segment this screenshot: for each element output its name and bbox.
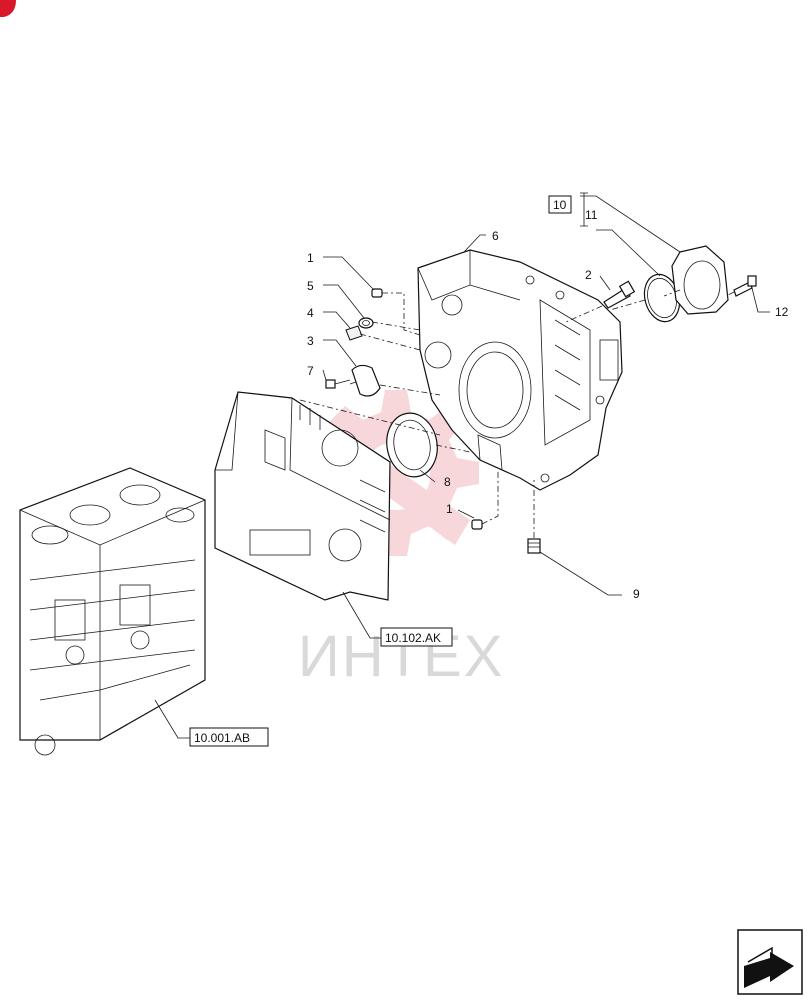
bolt-12 (733, 275, 757, 297)
callout-5: 5 (307, 279, 314, 293)
plug-4 (345, 325, 363, 341)
callout-6: 6 (492, 229, 499, 243)
group-bracket (580, 192, 588, 227)
callout-3: 3 (307, 334, 314, 348)
corner-marker-icon (0, 0, 16, 17)
reference-label-a[interactable]: 10.102.AK (385, 631, 441, 645)
bolt-2 (603, 280, 636, 309)
gear-housing-plate (214, 391, 391, 601)
crankshaft-seal-8 (386, 412, 438, 478)
plug-1-top (371, 288, 383, 298)
callout-9: 9 (633, 587, 640, 601)
callout-1-bottom: 1 (446, 502, 453, 516)
callout-11: 11 (585, 208, 598, 222)
callout-1-top: 1 (307, 251, 314, 265)
assembly-lines (299, 289, 735, 538)
callout-2: 2 (585, 268, 592, 282)
o-ring-11 (643, 273, 681, 323)
plug-1-bottom (471, 519, 483, 530)
callout-10-box (548, 195, 572, 214)
reference-box-a (380, 627, 453, 647)
bolt-7 (325, 379, 351, 389)
reference-label-b[interactable]: 10.001.AB (194, 731, 250, 745)
callout-12: 12 (775, 305, 789, 319)
callout-7: 7 (307, 364, 314, 378)
callout-8: 8 (444, 475, 451, 489)
dowel-9 (527, 538, 541, 554)
flywheel-housing (417, 249, 623, 491)
reference-box-b (189, 727, 269, 747)
leader-lines (154, 195, 770, 739)
washer-5 (358, 317, 374, 329)
callout-10: 10 (553, 198, 567, 212)
cover-flange-10 (671, 245, 729, 315)
callout-4: 4 (307, 306, 314, 320)
next-page-arrow-icon[interactable] (737, 929, 803, 995)
cover-plate-3 (351, 364, 381, 397)
engine-block (19, 467, 206, 756)
